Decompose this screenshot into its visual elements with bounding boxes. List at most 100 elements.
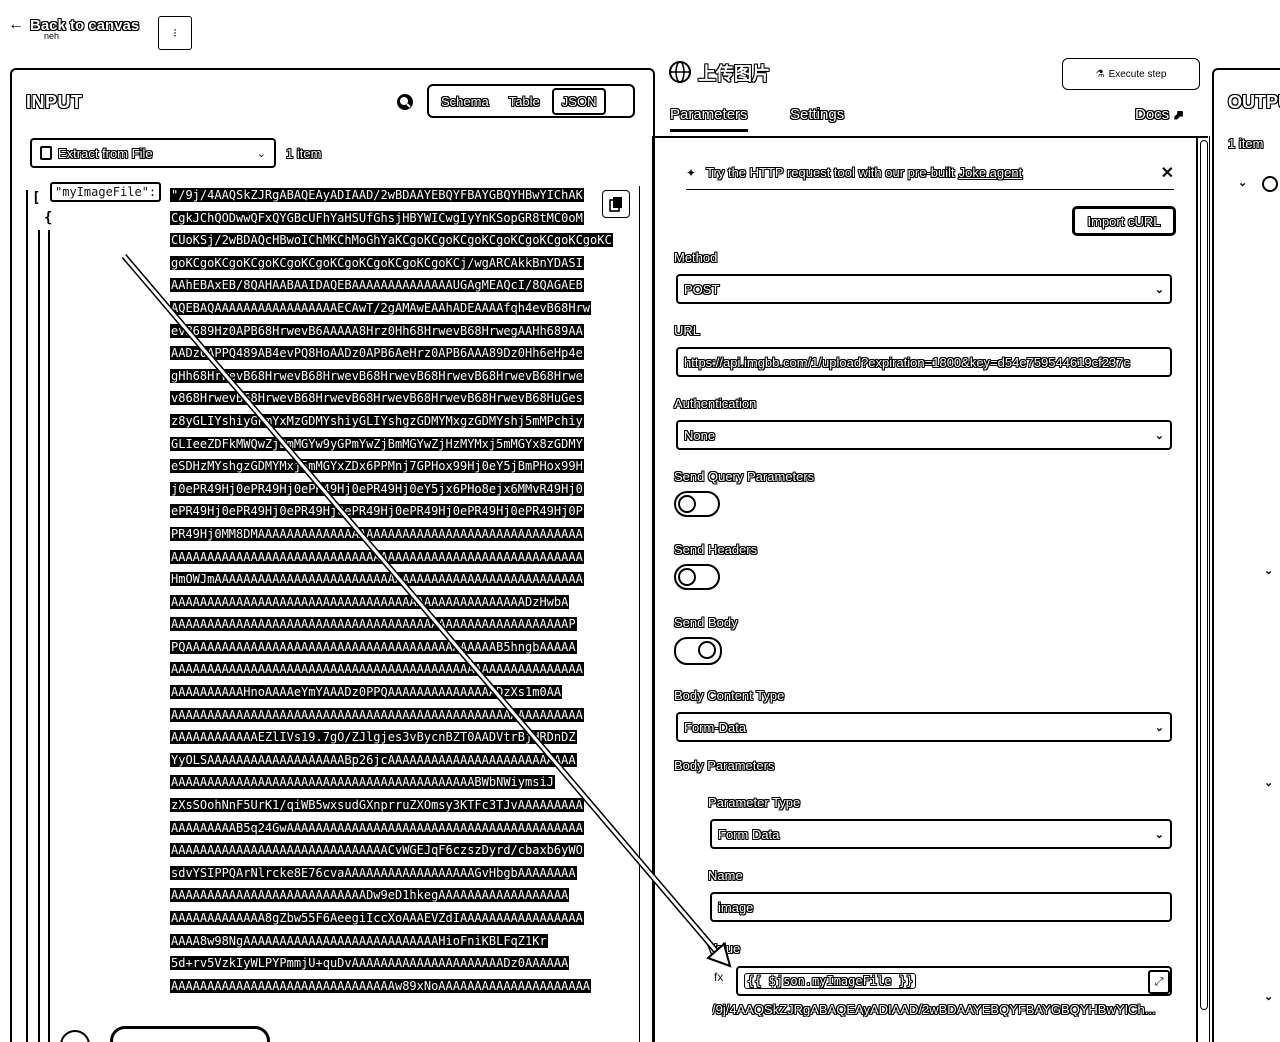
json-value-text: YyOLSAAAAAAAAAAAAAAAAAAABp26jcAAAAAAAAAA… [170, 752, 577, 767]
chevron-down-icon[interactable]: ⌄ [1264, 565, 1274, 577]
expand-editor-icon[interactable]: ⤢ [1148, 970, 1170, 994]
json-value-text: zXsSOohNnF5UrK1/qiWB5wxsudGXnprruZXOmsy3… [170, 798, 584, 813]
json-value-text: PQAAAAAAAAAAAAAAAAAAAAAAAAAAAAAAAAAAAAAA… [170, 639, 577, 654]
json-value-line: AAAA8w98NgAAAAAAAAAAAAAAAAAAAAAAAAAAAHio… [170, 930, 650, 953]
json-value-line: 5d+rv5VzkIyWLPYPmmjU+quDvAAAAAAAAAAAAAAA… [170, 952, 650, 975]
json-value-text: HmOWJmAAAAAAAAAAAAAAAAAAAAAAAAAAAAAAAAAA… [170, 572, 584, 587]
mode-table-button[interactable]: Table [508, 93, 540, 109]
value-expression-input[interactable]: {{ $json.myImageFile }} [736, 966, 1172, 996]
json-value-line: AQEBAQAAAAAAAAAAAAAAAAAECAwT/2gAMAwEAAhA… [170, 297, 650, 320]
json-value-line: AAAAAAAAAAAAAAAAAAAAAAAAAAAAAAAAAAAAAAAA… [170, 771, 650, 794]
agent-notice: ✦ Try the HTTP request tool with our pre… [686, 156, 1174, 190]
flask-icon: ⚗ [1095, 68, 1105, 80]
joke-agent-link[interactable]: Joke agent [958, 165, 1023, 180]
node-title[interactable]: 上传图片 [698, 64, 770, 84]
output-panel [1212, 68, 1280, 1042]
node-scroll-thumb[interactable] [1200, 140, 1208, 1010]
json-value-line: AADz0APPQ489AB4evPQ8HoAADz0APB6AeHrz0APB… [170, 342, 650, 365]
json-value-text: "/9j/4AAQSkZJRgABAQEAyADIAAD/2wBDAAYEBQY… [170, 188, 584, 202]
tab-docs[interactable]: Docs ↗ [1135, 106, 1183, 123]
close-icon[interactable]: ✕ [1160, 164, 1174, 182]
json-open-brace: { [44, 210, 53, 226]
json-value-text: AAAAAAAAAAAAA8gZbw55F6AeegiIccXoAAAEVZdI… [170, 911, 584, 925]
json-value-line: j0ePR49Hj0ePR49Hj0ePR49Hj0ePR49Hj0eY5jx6… [170, 478, 650, 501]
search-icon[interactable] [395, 92, 415, 112]
node-scrollbar[interactable] [1196, 136, 1210, 1042]
toggle-knob [698, 641, 716, 659]
name-input[interactable]: image [710, 892, 1172, 922]
sparkle-icon: ✦ [686, 165, 697, 180]
json-value-line: AAAAAAAAAAAAAAAAAAAAAAAAAAAAAAAAAAAAAAAA… [170, 704, 650, 727]
tab-parameters[interactable]: Parameters [670, 106, 748, 132]
import-curl-button[interactable]: Import cURL [1072, 206, 1176, 236]
json-value-text: AAAA8w98NgAAAAAAAAAAAAAAAAAAAAAAAAAAAHio… [170, 933, 548, 948]
parameter-type-select[interactable]: Form Data ⌄ [710, 819, 1172, 849]
json-value-line: AAAAAAAAAAAAEZlIVs19.7gO/ZJlgjes3vBycnBZ… [170, 726, 650, 749]
input-panel: INPUT Schema Table JSON Extract from Fil… [10, 68, 655, 1042]
url-input[interactable]: https://api.imgbb.com/1/upload?expiratio… [676, 347, 1172, 377]
send-headers-toggle[interactable] [674, 564, 720, 590]
json-value-text: AAAAAAAAAAAAEZlIVs19.7gO/ZJlgjes3vBycnBZ… [170, 730, 577, 745]
json-value-line: AAhEBAxEB/8QAHAABAAIDAQEBAAAAAAAAAAAAAAU… [170, 274, 650, 297]
execute-step-button[interactable]: ⚗ Execute step [1062, 58, 1200, 90]
send-query-toggle[interactable] [674, 491, 720, 517]
chevron-down-icon[interactable]: ⌄ [1264, 777, 1274, 789]
method-select[interactable]: POST ⌄ [676, 274, 1172, 304]
name-value: image [718, 899, 754, 915]
json-value-line: AAAAAAAAAAAAAAAAAAAAAAAAAAAAAAAw89xNoAAA… [170, 975, 650, 998]
json-key-myimagefile[interactable]: "myImageFile": [50, 182, 162, 202]
json-value-text: AAAAAAAAAAHnoAAAAeYmYAAADz0PPQAAAAAAAAAA… [170, 685, 563, 700]
json-value-text: AAAAAAAAAAAAAAAAAAAAAAAAAAADw9eD1hkegAAA… [170, 888, 570, 903]
json-value-line: AAAAAAAAAAAAAAAAAAAAAAAAAAAAAAAAAAAAAAAA… [170, 546, 650, 569]
json-value-line: AAAAAAAAAAHnoAAAAeYmYAAADz0PPQAAAAAAAAAA… [170, 681, 650, 704]
json-value-text: AAAAAAAAAAAAAAAAAAAAAAAAAAAAAAAAAAAAAAAA… [170, 617, 577, 632]
input-source-select[interactable]: Extract from File ⌄ [30, 138, 276, 168]
json-value-line: z8yGLIYshiyGPmYxMzGDMYshiyGLIYshgzGDMYMx… [170, 410, 650, 433]
input-source-value: Extract from File [58, 145, 153, 161]
name-label: Name [708, 868, 743, 883]
json-value-line: PR49Hj0MM8DMAAAAAAAAAAAAAAAAAAAAAAAAAAAA… [170, 523, 650, 546]
chevron-down-icon[interactable]: ⌄ [1264, 991, 1274, 1003]
authentication-label: Authentication [674, 396, 757, 411]
json-value-lines: "/9j/4AAQSkZJRgABAQEAyADIAAD/2wBDAAYEBQY… [170, 184, 650, 997]
json-value-line: AAAAAAAAAAAAAAAAAAAAAAAAAAAAAAAAAAAAAAAA… [170, 658, 650, 681]
authentication-value: None [684, 427, 716, 443]
body-content-type-select[interactable]: Form-Data ⌄ [676, 712, 1172, 742]
execute-step-label: Execute step [1108, 68, 1167, 80]
copy-json-button[interactable] [602, 190, 630, 218]
json-value-line: AAAAAAAAAAAAAAAAAAAAAAAAAAAAAACvWGEJqF6c… [170, 839, 650, 862]
toggle-knob [678, 495, 696, 513]
chevron-down-icon: ⌄ [1154, 828, 1164, 841]
json-value-line: CgkJChQODwwQFxQYGBcUFhYaHSUfGhsjHBYWICwg… [170, 207, 650, 230]
json-indent-guide [38, 230, 50, 1042]
json-value-line: zXsSOohNnF5UrK1/qiWB5wxsudGXnprruZXOmsy3… [170, 794, 650, 817]
json-value-text: GLIeeZDFkMWQwZjBmMGYw9yGPmYwZjBmMGYwZjHz… [170, 436, 584, 451]
json-viewer: [ { [26, 190, 646, 1042]
json-value-text: ePR49Hj0ePR49Hj0ePR49Hj0ePR49Hj0ePR49Hj0… [170, 504, 584, 519]
json-value-line: GLIeeZDFkMWQwZjBmMGYw9yGPmYwZjBmMGYwZjHz… [170, 433, 650, 456]
chevron-down-icon: ⌄ [1154, 721, 1164, 734]
send-body-toggle[interactable] [674, 637, 722, 665]
json-value-line: goKCgoKCgoKCgoKCgoKCgoKCgoKCgoKCgoKCgoKC… [170, 252, 650, 275]
json-value-text: goKCgoKCgoKCgoKCgoKCgoKCgoKCgoKCgoKCgoKC… [170, 255, 584, 270]
output-item-count: 1 item [1228, 136, 1264, 151]
json-value-text: z8yGLIYshiyGPmYxMzGDMYshiyGLIYshgzGDMYMx… [170, 413, 584, 428]
chevron-down-icon[interactable]: ⌄ [1238, 177, 1248, 189]
node-settings-mini-button[interactable]: ⁝ [158, 16, 192, 50]
globe-icon [669, 61, 691, 83]
json-value-text: 5d+rv5VzkIyWLPYPmmjU+quDvAAAAAAAAAAAAAAA… [170, 956, 570, 971]
parameter-type-value: Form Data [718, 826, 780, 842]
file-icon [40, 146, 52, 160]
json-value-text: eSDHzMYshgzGDMYMxj5mMGYxZDx6PPMnj7GPHox9… [170, 459, 584, 474]
tab-settings[interactable]: Settings [790, 106, 845, 123]
url-label: URL [674, 323, 701, 338]
external-link-icon: ↗ [1173, 108, 1184, 122]
mode-json-button[interactable]: JSON [551, 87, 607, 115]
json-value-line: evB689Hz0APB68HrwevB6AAAAA8Hrz0Hh68Hrwev… [170, 320, 650, 343]
json-value-text: CUoKSj/2wBDAQcHBwoIChMKChMoGhYaKCgoKCgoK… [170, 233, 613, 248]
authentication-select[interactable]: None ⌄ [676, 420, 1172, 450]
back-to-canvas-link[interactable]: ← Back to canvas [8, 16, 139, 34]
mode-schema-button[interactable]: Schema [441, 93, 489, 109]
json-value-line: ePR49Hj0ePR49Hj0ePR49Hj0ePR49Hj0ePR49Hj0… [170, 500, 650, 523]
bottom-action-button[interactable] [110, 1026, 270, 1042]
